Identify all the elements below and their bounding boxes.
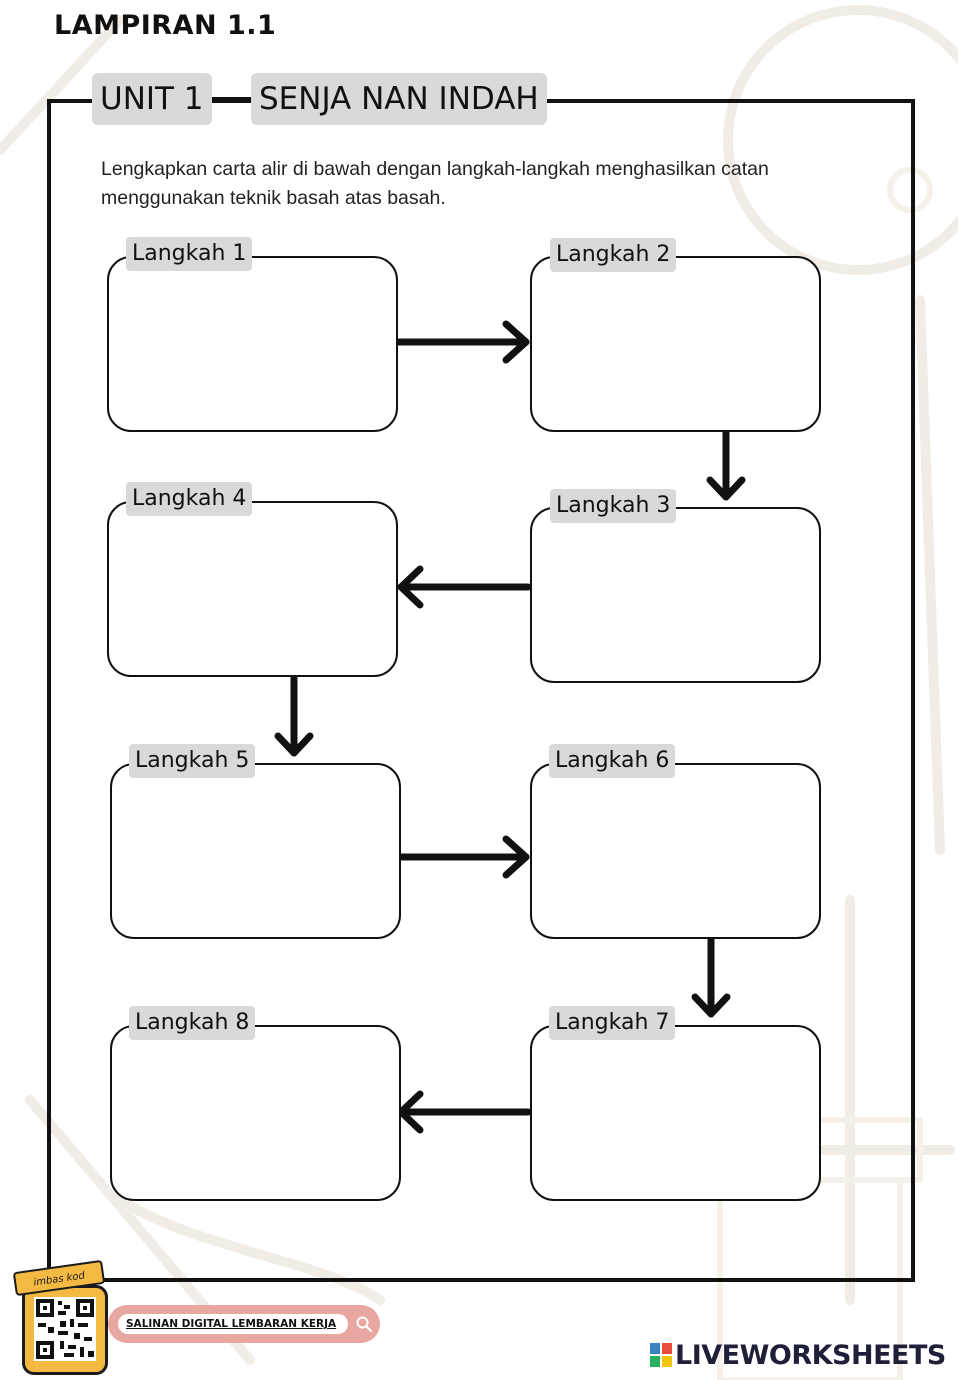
step-8-label: Langkah 8 (129, 1006, 256, 1040)
step-1-label: Langkah 1 (126, 237, 253, 271)
step-4-box[interactable] (107, 501, 398, 677)
liveworksheets-brand: LIVEWORKSHEETS (650, 1336, 946, 1376)
step-7-label: Langkah 7 (549, 1006, 676, 1040)
step-6-box[interactable] (530, 763, 821, 939)
brand-name: LIVEWORKSHEETS (675, 1340, 946, 1371)
step-3-box[interactable] (530, 507, 821, 683)
step-3-label: Langkah 3 (550, 489, 677, 523)
unit-badge: UNIT 1 (92, 73, 212, 125)
qr-code[interactable] (22, 1285, 108, 1375)
step-2-label: Langkah 2 (550, 238, 677, 272)
arrow-down-2-3 (706, 428, 746, 501)
digital-copy-bar[interactable]: SALINAN DIGITAL LEMBARAN KERJA (108, 1305, 380, 1343)
step-2-box[interactable] (530, 256, 821, 432)
instruction-text: Lengkapkan carta alir di bawah dengan la… (101, 158, 769, 209)
step-8-box[interactable] (110, 1025, 401, 1201)
arrow-right-5-6 (397, 835, 530, 879)
digital-copy-link[interactable]: SALINAN DIGITAL LEMBARAN KERJA (118, 1314, 348, 1334)
arrow-left-7-8 (397, 1090, 532, 1134)
step-7-box[interactable] (530, 1025, 821, 1201)
qr-pattern (34, 1297, 96, 1361)
arrow-down-6-7 (691, 934, 731, 1018)
step-1-box[interactable] (107, 256, 398, 432)
step-5-box[interactable] (110, 763, 401, 939)
search-icon (356, 1316, 372, 1332)
arrow-down-4-5 (274, 672, 314, 757)
page-label: LAMPIRAN 1.1 (54, 10, 277, 41)
liveworksheets-logo-icon (650, 1343, 672, 1367)
step-5-label: Langkah 5 (129, 744, 256, 778)
arrow-right-1-2 (394, 320, 530, 364)
step-4-label: Langkah 4 (126, 482, 253, 516)
unit-title: SENJA NAN INDAH (251, 73, 547, 125)
step-6-label: Langkah 6 (549, 744, 676, 778)
header-connector (212, 97, 254, 101)
arrow-left-3-4 (397, 565, 532, 609)
